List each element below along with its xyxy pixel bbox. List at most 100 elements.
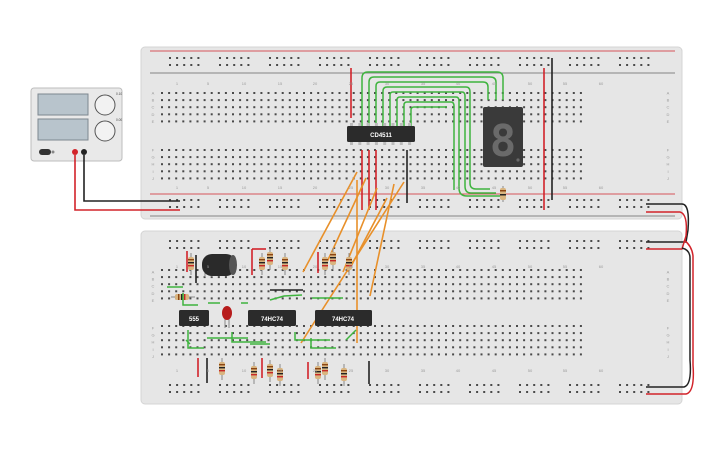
top-right-lower-row-letter: I (667, 169, 668, 174)
bottom-right-row-letter: A (667, 270, 670, 275)
top-left-row-letter: D (152, 112, 155, 117)
psu-display-current (37, 118, 89, 141)
breadboard-bottom[interactable] (140, 230, 683, 405)
bottom-right-row-letter: C (667, 284, 670, 289)
bottom-column-number: 55 (563, 264, 568, 269)
top-left-lower-row-letter: J (152, 176, 154, 181)
bottom-right-lower-row-letter: I (667, 347, 668, 352)
flipflop-chip-1-label: 74HC74 (261, 317, 284, 323)
resistor[interactable] (188, 253, 194, 275)
resistor[interactable] (267, 248, 273, 270)
resistor[interactable] (330, 248, 336, 270)
top-column-number: 5 (207, 81, 210, 86)
bottom-left-row-letter: B (152, 277, 155, 282)
display-decimal-point (516, 158, 520, 162)
rail-bridge-wires[interactable] (646, 203, 695, 395)
psu-power-switch[interactable] (39, 149, 51, 155)
resistor[interactable] (282, 253, 288, 275)
top-lower-column-number: 60 (599, 185, 604, 190)
resistor[interactable] (219, 358, 225, 380)
bottom-right-row-letter: D (667, 291, 670, 296)
resistor[interactable] (346, 253, 352, 275)
decoder-chip[interactable]: CD4511 (347, 123, 415, 145)
timer-chip[interactable]: 555 (179, 310, 209, 326)
psu-negative-terminal[interactable] (81, 149, 87, 155)
flipflop-chip-1[interactable]: 74HC74 (248, 310, 296, 326)
bottom-column-number: 45 (492, 264, 497, 269)
psu-voltage-knob[interactable] (94, 94, 116, 116)
resistor[interactable] (322, 358, 328, 380)
resistor[interactable] (259, 253, 265, 275)
electrolytic-capacitor[interactable] (202, 254, 237, 277)
psu-leads[interactable] (74, 155, 180, 211)
bottom-lower-column-number: 10 (242, 368, 247, 373)
resistor-group[interactable] (171, 248, 352, 386)
bottom-left-row-letter: A (152, 270, 155, 275)
green-wires-decoder-display[interactable] (361, 71, 504, 197)
resistor[interactable] (277, 364, 283, 386)
psu-current-knob[interactable] (94, 120, 116, 142)
top-left-lower-row-letter: G (151, 155, 154, 160)
bottom-column-number: 30 (385, 264, 390, 269)
top-column-number: 15 (278, 81, 283, 86)
bottom-lower-column-number: 25 (349, 368, 354, 373)
top-right-lower-row-letter: H (667, 162, 670, 167)
resistor[interactable] (341, 364, 347, 386)
top-right-row-letter: E (667, 119, 670, 124)
bottom-lower-column-number: 60 (599, 368, 604, 373)
bottom-lower-column-number: 40 (456, 368, 461, 373)
timer-chip-label: 555 (189, 317, 200, 323)
bottom-lower-column-number: 15 (278, 368, 283, 373)
top-left-row-letter: E (152, 119, 155, 124)
top-column-number: 60 (599, 81, 604, 86)
flipflop-chip-2-label: 74HC74 (332, 317, 355, 323)
bottom-right-row-letter: B (667, 277, 670, 282)
bottom-left-lower-row-letter: H (152, 340, 155, 345)
top-lower-column-number: 55 (563, 185, 568, 190)
bottom-lower-column-number: 35 (421, 368, 426, 373)
top-column-number: 50 (528, 81, 533, 86)
bottom-left-lower-row-letter: F (152, 326, 155, 331)
top-column-number: 20 (313, 81, 318, 86)
top-rail-links[interactable] (350, 58, 553, 210)
bottom-column-number: 25 (349, 264, 354, 269)
bottom-right-lower-row-letter: H (667, 340, 670, 345)
bottom-left-lower-row-letter: J (152, 354, 154, 359)
bottom-rail-links[interactable] (186, 248, 370, 384)
decoder-chip-pins (350, 123, 412, 145)
power-supply[interactable]: 0.10 0.00 (30, 87, 123, 162)
bottom-column-number: 5 (207, 264, 210, 269)
bottom-lower-column-number: 5 (207, 368, 210, 373)
top-column-number: 45 (492, 81, 497, 86)
top-lower-column-number: 35 (421, 185, 426, 190)
top-lower-column-number: 5 (207, 185, 210, 190)
top-column-number: 55 (563, 81, 568, 86)
flipflop-chip-2[interactable]: 74HC74 (315, 310, 372, 326)
seven-segment-display[interactable]: 8 (483, 107, 523, 167)
bottom-lower-column-number: 30 (385, 368, 390, 373)
top-lower-column-number: 40 (456, 185, 461, 190)
top-left-lower-row-letter: I (152, 169, 153, 174)
bottom-column-number: 60 (599, 264, 604, 269)
bottom-lower-column-number: 55 (563, 368, 568, 373)
green-wires-bottom[interactable] (167, 286, 357, 349)
top-column-number: 40 (456, 81, 461, 86)
red-led[interactable] (222, 306, 232, 328)
resistor[interactable] (315, 362, 321, 384)
decoder-chip-label: CD4511 (370, 133, 392, 139)
resistor[interactable] (322, 253, 328, 275)
psu-positive-terminal[interactable] (72, 149, 78, 155)
bottom-lower-column-number: 20 (313, 368, 318, 373)
bottom-left-lower-row-letter: I (152, 347, 153, 352)
display-resistor[interactable] (500, 186, 506, 202)
bottom-column-number: 20 (313, 264, 318, 269)
resistor[interactable] (251, 362, 257, 384)
resistor[interactable] (267, 360, 273, 382)
bottom-lower-column-number: 45 (492, 368, 497, 373)
top-right-row-letter: D (667, 112, 670, 117)
top-left-row-letter: B (152, 98, 155, 103)
top-right-row-letter: C (667, 105, 670, 110)
top-left-lower-row-letter: F (152, 148, 155, 153)
